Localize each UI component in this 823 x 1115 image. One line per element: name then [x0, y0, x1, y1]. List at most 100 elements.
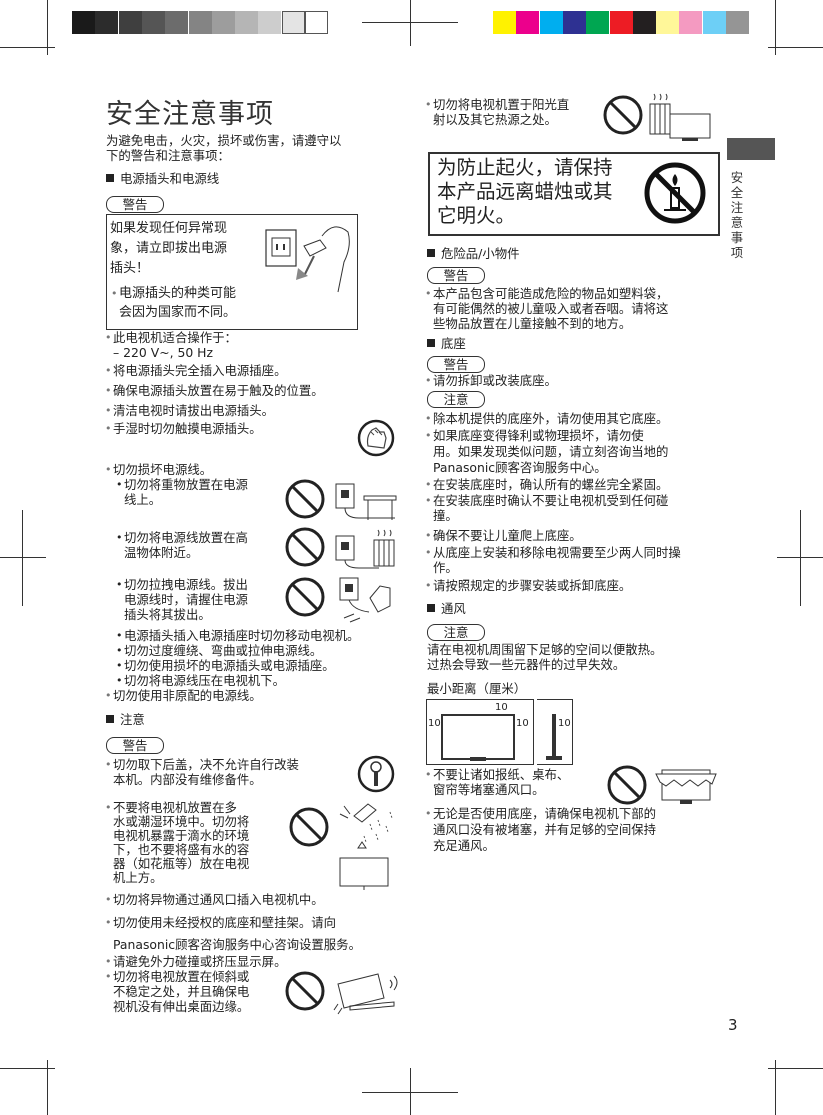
dimension-label: 10	[516, 718, 529, 729]
dimension-label: 10	[558, 718, 571, 729]
side-tab-char: 安	[730, 170, 744, 185]
dimension-label: 10	[428, 718, 441, 729]
no-disassembly-icon	[357, 755, 395, 793]
section-power-plug: 电源插头和电源线	[106, 171, 219, 186]
no-children-climb: 确保不要让儿童爬上底座。	[425, 528, 582, 543]
color-swatch	[632, 11, 656, 34]
color-swatch	[609, 11, 633, 34]
no-disassemble-base: 请勿拆卸或改装底座。	[425, 373, 557, 388]
warning-label: 警告	[427, 267, 485, 284]
caution-label: 注意	[427, 391, 485, 408]
cord-near-heater-illustration	[335, 529, 395, 569]
prohibited-icon	[285, 527, 325, 567]
no-non-original-cord: 切勿使用非原配的电源线。	[105, 688, 262, 703]
vent-under-tv: 无论是否使用底座，请确保电视机下部的通风口没有被堵塞，并有足够的空间保持充足通风…	[425, 806, 656, 854]
gray-swatch	[258, 11, 282, 34]
insert-plug: 将电源插头完全插入电源插座。	[105, 363, 286, 378]
prohibited-icon	[285, 971, 325, 1011]
color-swatch	[493, 11, 516, 34]
no-twist-cord: 切勿过度缠绕、弯曲或拉伸电源线。	[116, 643, 322, 658]
avoid-pressure: 请避免外力碰撞或挤压显示屏。	[105, 954, 286, 969]
pull-cord-illustration	[339, 577, 391, 623]
fire-warning-text: 为防止起火，请保持本产品远离蜡烛或其它明火。	[437, 156, 613, 227]
warning-label: 警告	[427, 356, 485, 373]
side-tab-char: 全	[730, 185, 744, 200]
gray-swatch	[305, 11, 328, 34]
tv-near-heater-illustration	[649, 93, 711, 141]
dimension-label: 10	[495, 702, 508, 713]
section-base: 底座	[427, 336, 466, 351]
gray-swatch	[211, 11, 235, 34]
color-swatch	[702, 11, 726, 34]
color-swatch	[656, 11, 680, 34]
follow-steps: 请按照规定的步骤安装或拆卸底座。	[425, 578, 631, 593]
gray-swatch	[188, 11, 212, 34]
plastic-bag-warning: 本产品包含可能造成危险的物品如塑料袋，有可能偶然的被儿童吸入或者吞咽。请将这些物…	[425, 286, 668, 331]
intro-text: 为避免电击，火灾，损坏或伤害，请遵守以下的警告和注意事项：	[106, 133, 342, 163]
clearance-diagram-front	[426, 699, 534, 765]
color-swatch	[679, 11, 703, 34]
fire-warning-box	[428, 152, 720, 236]
damaged-base: 如果底座变得锋利或物理损坏，请勿使用。如果发现类似问题，请立刻咨询当地的Pana…	[425, 428, 668, 476]
no-cord-under-tv: 切勿将电源线压在电视机下。	[116, 673, 285, 688]
no-other-base: 除本机提供的底座外，请勿使用其它底座。	[425, 411, 668, 426]
tilted-tv-illustration	[333, 973, 398, 1015]
gray-swatch	[281, 11, 305, 34]
gray-swatch	[72, 11, 95, 34]
gray-swatch	[165, 11, 189, 34]
caution-label: 注意	[427, 624, 485, 641]
gray-swatch	[95, 11, 119, 34]
page-number: 3	[728, 1016, 738, 1034]
wet-hands: 手湿时切勿触摸电源插头。	[105, 421, 262, 436]
tighten-screws: 在安装底座时，确认所有的螺丝完全紧固。	[425, 477, 668, 492]
no-damage-cord: 切勿损坏电源线。	[105, 462, 212, 477]
ventilation-text: 请在电视机周围留下足够的空间以便散热。过热会导致一些元器件的过早失效。	[427, 642, 663, 672]
cord-under-table-illustration	[335, 483, 397, 520]
section-dangerous-items: 危险品/小物件	[427, 246, 520, 261]
no-wet-hands-icon	[357, 419, 395, 457]
tv-foot	[470, 757, 486, 761]
clean-unplug: 清洁电视时请拔出电源插头。	[105, 403, 274, 418]
side-tab-char: 项	[730, 245, 744, 260]
side-tab-char: 意	[730, 215, 744, 230]
tv-side	[552, 714, 556, 756]
no-unauthorized-stand: 切勿使用未经授权的底座和壁挂架。请向Panasonic顾客咨询服务中心咨询设置服…	[105, 912, 361, 956]
min-distance-label: 最小距离（厘米）	[427, 681, 527, 696]
color-swatch	[562, 11, 586, 34]
no-move-tv: 电源插头插入电源插座时切勿移动电视机。	[116, 628, 359, 643]
prohibited-icon	[603, 95, 643, 135]
warning-box-text: 如果发现任何异常现象，请立即拔出电源插头！	[110, 221, 228, 276]
page-title: 安全注意事项	[106, 99, 274, 130]
warning-label: 警告	[106, 196, 164, 213]
unplug-illustration	[265, 226, 350, 293]
color-swatch	[516, 11, 540, 34]
covered-tv-illustration	[655, 769, 717, 804]
side-tab-char: 注	[730, 200, 744, 215]
side-tab-marker	[727, 138, 775, 160]
prohibited-icon	[285, 479, 325, 519]
side-tab-char: 事	[730, 230, 744, 245]
gray-swatch	[141, 11, 165, 34]
warning-label: 警告	[106, 737, 164, 754]
section-caution: 注意	[106, 712, 145, 727]
no-broken-socket: 切勿使用损坏的电源插头或电源插座。	[116, 658, 335, 673]
gray-swatch	[235, 11, 259, 34]
section-ventilation: 通风	[427, 601, 466, 616]
color-swatch	[539, 11, 563, 34]
color-swatch	[586, 11, 610, 34]
water-on-tv-illustration	[339, 803, 393, 890]
tv-screen-front	[441, 714, 515, 760]
gray-swatch	[118, 11, 142, 34]
plug-accessible: 确保电源插头放置在易于触及的位置。	[105, 383, 324, 398]
tv-side-base	[546, 756, 562, 760]
